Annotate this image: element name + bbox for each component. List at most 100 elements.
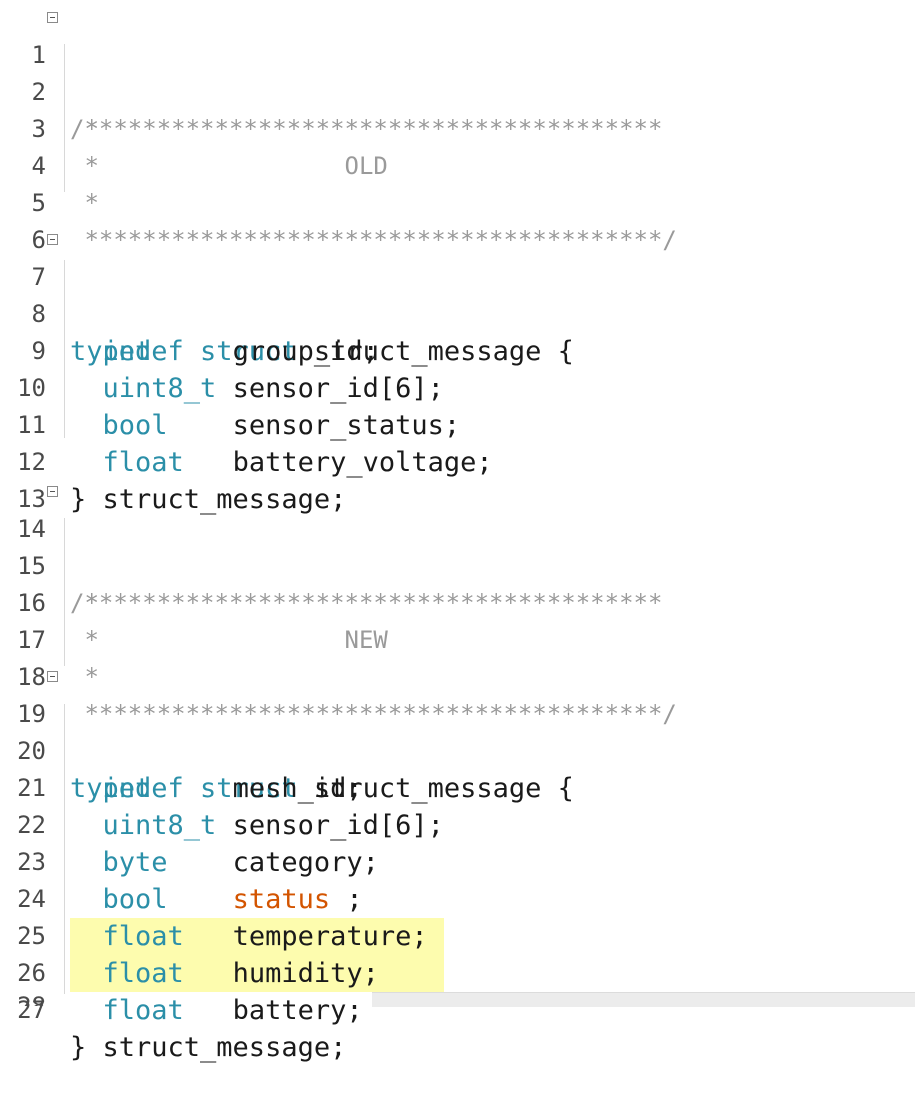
line-number: 24 [17, 885, 46, 913]
line-number: 6 [31, 226, 46, 254]
fold-toggle-icon[interactable] [47, 671, 58, 682]
line-number: 28 [17, 992, 46, 1006]
field-name: sensor_status; [232, 410, 461, 441]
code-text: float battery_voltage; [70, 444, 493, 481]
code-text: byte category; [70, 844, 379, 881]
type-keyword: float [102, 958, 184, 989]
horizontal-scrollbar[interactable] [372, 992, 915, 1007]
line-number: 16 [17, 589, 46, 617]
type-keyword: bool [102, 410, 168, 441]
code-line[interactable]: 3 * OLD [0, 74, 915, 180]
field-name: sensor_id[6]; [232, 373, 444, 404]
code-line[interactable]: 22 byte category; [0, 770, 915, 878]
line-number: 11 [17, 411, 46, 439]
code-line[interactable]: 6 [0, 185, 915, 254]
code-line[interactable]: 28 [0, 986, 46, 1006]
code-text: * NEW [70, 626, 388, 654]
line-number: 13 [17, 485, 46, 513]
keyword: typedef struct [70, 336, 298, 367]
code-text: int group_id; [70, 333, 379, 370]
field-name: sensor_id[6]; [232, 810, 444, 841]
code-line[interactable]: 9 uint8_t sensor_id[6]; [0, 296, 915, 404]
code-text-highlighted: float temperature; [70, 918, 444, 955]
code-line[interactable]: 4 * [0, 111, 915, 217]
code-text: /***************************************… [70, 589, 663, 617]
code-line[interactable]: 13 [0, 444, 915, 513]
line-number: 10 [17, 374, 46, 402]
line-number: 19 [17, 700, 46, 728]
type-keyword: uint8_t [102, 810, 217, 841]
line-number: 14 [17, 515, 46, 543]
code-line[interactable]: 15 * [0, 511, 915, 617]
code-text: * [70, 589, 99, 617]
line-number: 21 [17, 774, 46, 802]
field-name: group_id; [232, 336, 379, 367]
code-line[interactable]: 24 float temperature; [0, 844, 915, 955]
line-number: 18 [17, 663, 46, 691]
field-name: battery_voltage; [232, 447, 493, 478]
line-number: 4 [31, 152, 46, 180]
code-text: typedef struct struct_message { [70, 770, 574, 807]
code-text: bool sensor_status; [70, 407, 461, 444]
code-text: * OLD [70, 152, 388, 180]
type-keyword: int [102, 773, 152, 804]
line-number: 20 [17, 737, 46, 765]
code-line[interactable]: 7 typedef struct struct_message { [0, 222, 915, 367]
code-line[interactable]: 10 bool sensor_status; [0, 333, 915, 441]
line-number: 7 [31, 263, 46, 291]
code-line[interactable]: 14 /************************************… [0, 474, 915, 617]
line-number: 17 [17, 626, 46, 654]
field-name: mesh_id; [232, 773, 363, 804]
line-number: 23 [17, 848, 46, 876]
code-text: } struct_message; [70, 484, 347, 515]
code-line[interactable]: 2 * [0, 37, 915, 143]
code-text: /***************************************… [70, 115, 663, 143]
line-number: 2 [31, 78, 46, 106]
line-number: 3 [31, 115, 46, 143]
type-keyword: uint8_t [102, 373, 217, 404]
code-text: uint8_t sensor_id[6]; [70, 370, 444, 407]
code-line[interactable]: 23 bool status ; [0, 807, 915, 915]
fold-toggle-icon[interactable] [47, 12, 58, 23]
spacer [184, 995, 233, 1026]
line-number: 8 [31, 300, 46, 328]
code-line[interactable]: 19 typedef struct struct_message { [0, 659, 915, 804]
code-line[interactable]: 5 **************************************… [0, 148, 915, 254]
code-line[interactable]: 8 int group_id; [0, 259, 915, 367]
code-line[interactable]: 17 * [0, 585, 915, 691]
field-name: humidity; [232, 958, 379, 989]
code-line[interactable]: 21 uint8_t sensor_id[6]; [0, 733, 915, 841]
code-line[interactable]: 20 int mesh_id; [0, 696, 915, 804]
code-line[interactable]: 16 * NEW [0, 548, 915, 654]
code-line[interactable]: 26 float battery; [0, 918, 915, 1026]
line-number: 5 [31, 189, 46, 217]
type-keyword: float [102, 447, 184, 478]
line-number: 25 [17, 922, 46, 950]
code-text: * [70, 115, 99, 143]
line-number: 1 [31, 41, 46, 69]
line-number: 26 [17, 959, 46, 987]
code-line[interactable]: 12 } struct_message; [0, 407, 915, 515]
code-editor[interactable]: 1 /*************************************… [0, 0, 915, 1063]
code-text: int mesh_id; [70, 770, 363, 807]
type-keyword: bool [102, 884, 168, 915]
type-keyword: byte [102, 847, 168, 878]
fold-toggle-icon[interactable] [47, 234, 58, 245]
line-number: 15 [17, 552, 46, 580]
code-rest: struct_message { [297, 336, 574, 367]
field-name: ; [330, 884, 363, 915]
keyword: typedef struct [70, 773, 298, 804]
type-keyword: float [102, 995, 184, 1026]
indent-guide [64, 260, 65, 438]
code-text: float battery; [70, 992, 363, 1029]
code-line[interactable]: 25 float humidity; [0, 881, 915, 992]
code-rest: struct_message { [297, 773, 574, 804]
field-name: category; [232, 847, 379, 878]
code-line[interactable]: 1 /*************************************… [0, 0, 915, 143]
code-line[interactable]: 11 float battery_voltage; [0, 370, 915, 478]
code-text: ****************************************… [70, 226, 677, 254]
line-number: 12 [17, 448, 46, 476]
code-line[interactable]: 27 } struct_message; [0, 955, 915, 1063]
code-line[interactable]: 18 *************************************… [0, 622, 915, 728]
fold-toggle-icon[interactable] [47, 486, 58, 497]
